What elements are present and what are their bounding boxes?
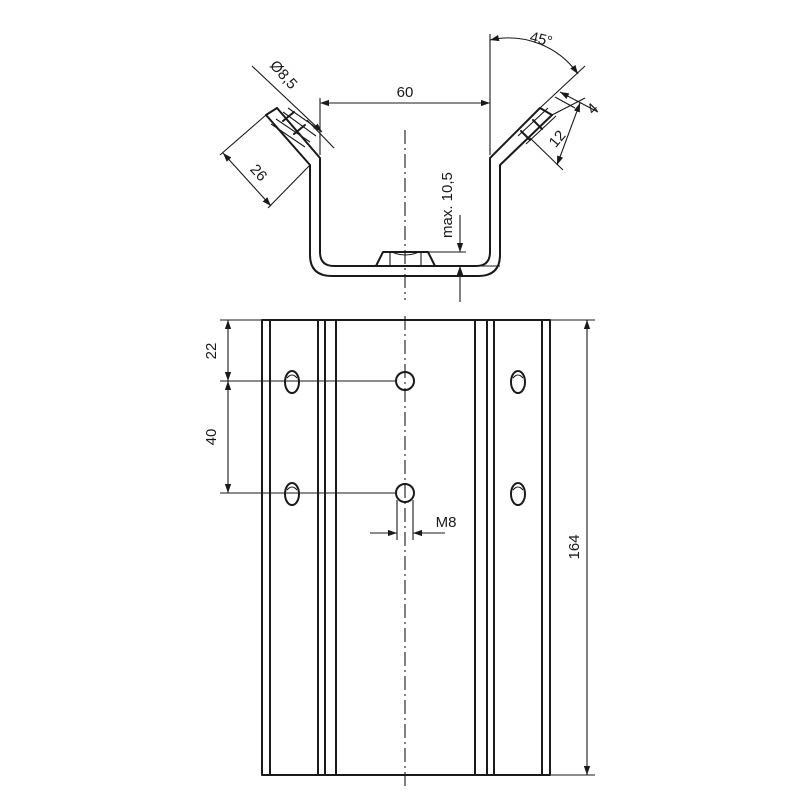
dim-top-offset: 22 [203,319,396,382]
channel-inner-contour [276,107,541,267]
left-flange-hole [270,107,322,148]
dim-hole-spacing: 40 [203,381,396,494]
dim-max-height: max. 10,5 [428,172,500,302]
hole-right-2 [510,482,526,506]
dim-flange-length-label: 26 [246,161,270,185]
dim-total-length-label: 164 [566,534,583,559]
dim-flange-offset: 12 [529,97,586,171]
hole-left-2 [284,482,300,506]
part-outline [261,319,551,776]
dim-width-label: 60 [397,84,414,101]
dim-thread: M8 [370,500,456,540]
dim-thread-label: M8 [436,514,457,531]
left-flange-end [265,107,278,116]
hole-left-1 [284,370,300,394]
dim-thickness-label: 4 [584,100,602,118]
dim-total-length: 164 [550,319,595,776]
dim-max-height-label: max. 10,5 [439,172,456,238]
dim-top-offset-label: 22 [203,343,220,360]
dim-hole-spacing-label: 40 [203,429,220,446]
hole-right-1 [510,370,526,394]
dim-hole-diameter-label: Ø8,5 [266,57,300,93]
dim-angle-45: 45° [489,29,586,109]
right-flange-end [539,107,553,116]
dim-flange-offset-label: 12 [546,127,570,151]
section-view: 60 45° Ø8,5 26 4 [219,29,602,302]
dim-flange-length: 26 [219,114,311,209]
dim-thickness: 4 [554,91,602,118]
dim-angle-label: 45° [528,29,554,51]
plan-view: 22 40 M8 164 [203,316,595,790]
